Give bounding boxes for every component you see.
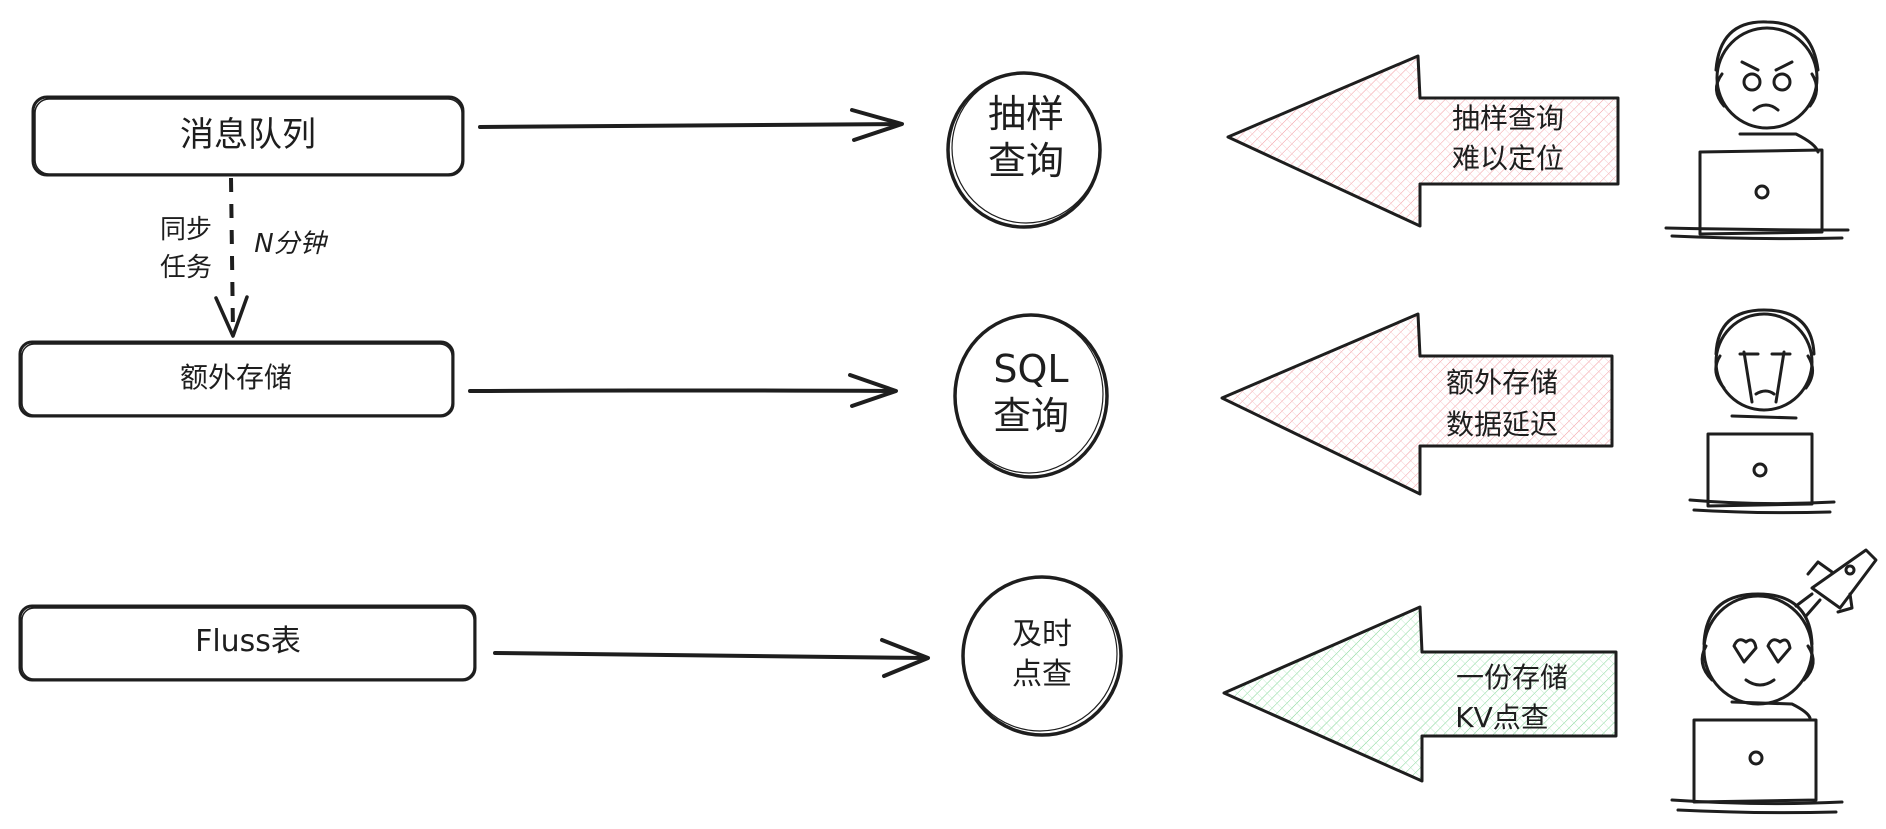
message-queue-box: 消息队列: [31, 95, 465, 177]
sync-task-label-2: 任务: [160, 253, 212, 283]
feedback-2-line1: 额外存储: [1446, 366, 1558, 399]
sql-query-circle: SQL 查询: [953, 313, 1109, 479]
arrow-to-sample-query: [478, 108, 904, 142]
sample-query-line1: 抽样: [988, 92, 1064, 136]
arrow-to-point-lookup: [493, 638, 930, 678]
point-lookup-circle: 及时 点查: [961, 575, 1123, 737]
sql-query-line1: SQL: [993, 347, 1068, 391]
feedback-arrow-3: 一份存储 KV点查: [1222, 605, 1618, 783]
point-lookup-line1: 及时: [1012, 617, 1072, 652]
feedback-1-line1: 抽样查询: [1452, 102, 1564, 135]
extra-storage-box: 额外存储: [18, 340, 455, 418]
message-queue-label: 消息队列: [180, 115, 316, 155]
rocket-icon: [1794, 548, 1878, 618]
extra-storage-label: 额外存储: [180, 361, 292, 394]
feedback-1-line2: 难以定位: [1452, 142, 1564, 175]
point-lookup-line2: 点查: [1012, 657, 1072, 692]
sample-query-circle: 抽样 查询: [946, 71, 1102, 229]
feedback-3-line2: KV点查: [1455, 701, 1549, 734]
fluss-table-label: Fluss表: [195, 624, 301, 659]
feedback-arrow-2: 额外存储 数据延迟: [1220, 312, 1614, 496]
sad-user-icon: [1664, 20, 1850, 241]
sync-task-arrow: 同步 任务 N分钟: [160, 177, 329, 338]
fluss-table-box: Fluss表: [18, 604, 477, 682]
happy-user-icon: [1670, 592, 1844, 815]
sync-task-label-1: 同步: [160, 215, 212, 245]
arrow-to-sql-query: [468, 373, 898, 408]
sample-query-line2: 查询: [988, 139, 1064, 183]
sql-query-line2: 查询: [993, 394, 1069, 438]
crying-user-icon: [1688, 308, 1836, 515]
feedback-arrow-1: 抽样查询 难以定位: [1226, 54, 1620, 228]
feedback-3-line1: 一份存储: [1456, 661, 1568, 694]
sync-interval-label: N分钟: [254, 229, 328, 259]
feedback-2-line2: 数据延迟: [1446, 408, 1558, 441]
